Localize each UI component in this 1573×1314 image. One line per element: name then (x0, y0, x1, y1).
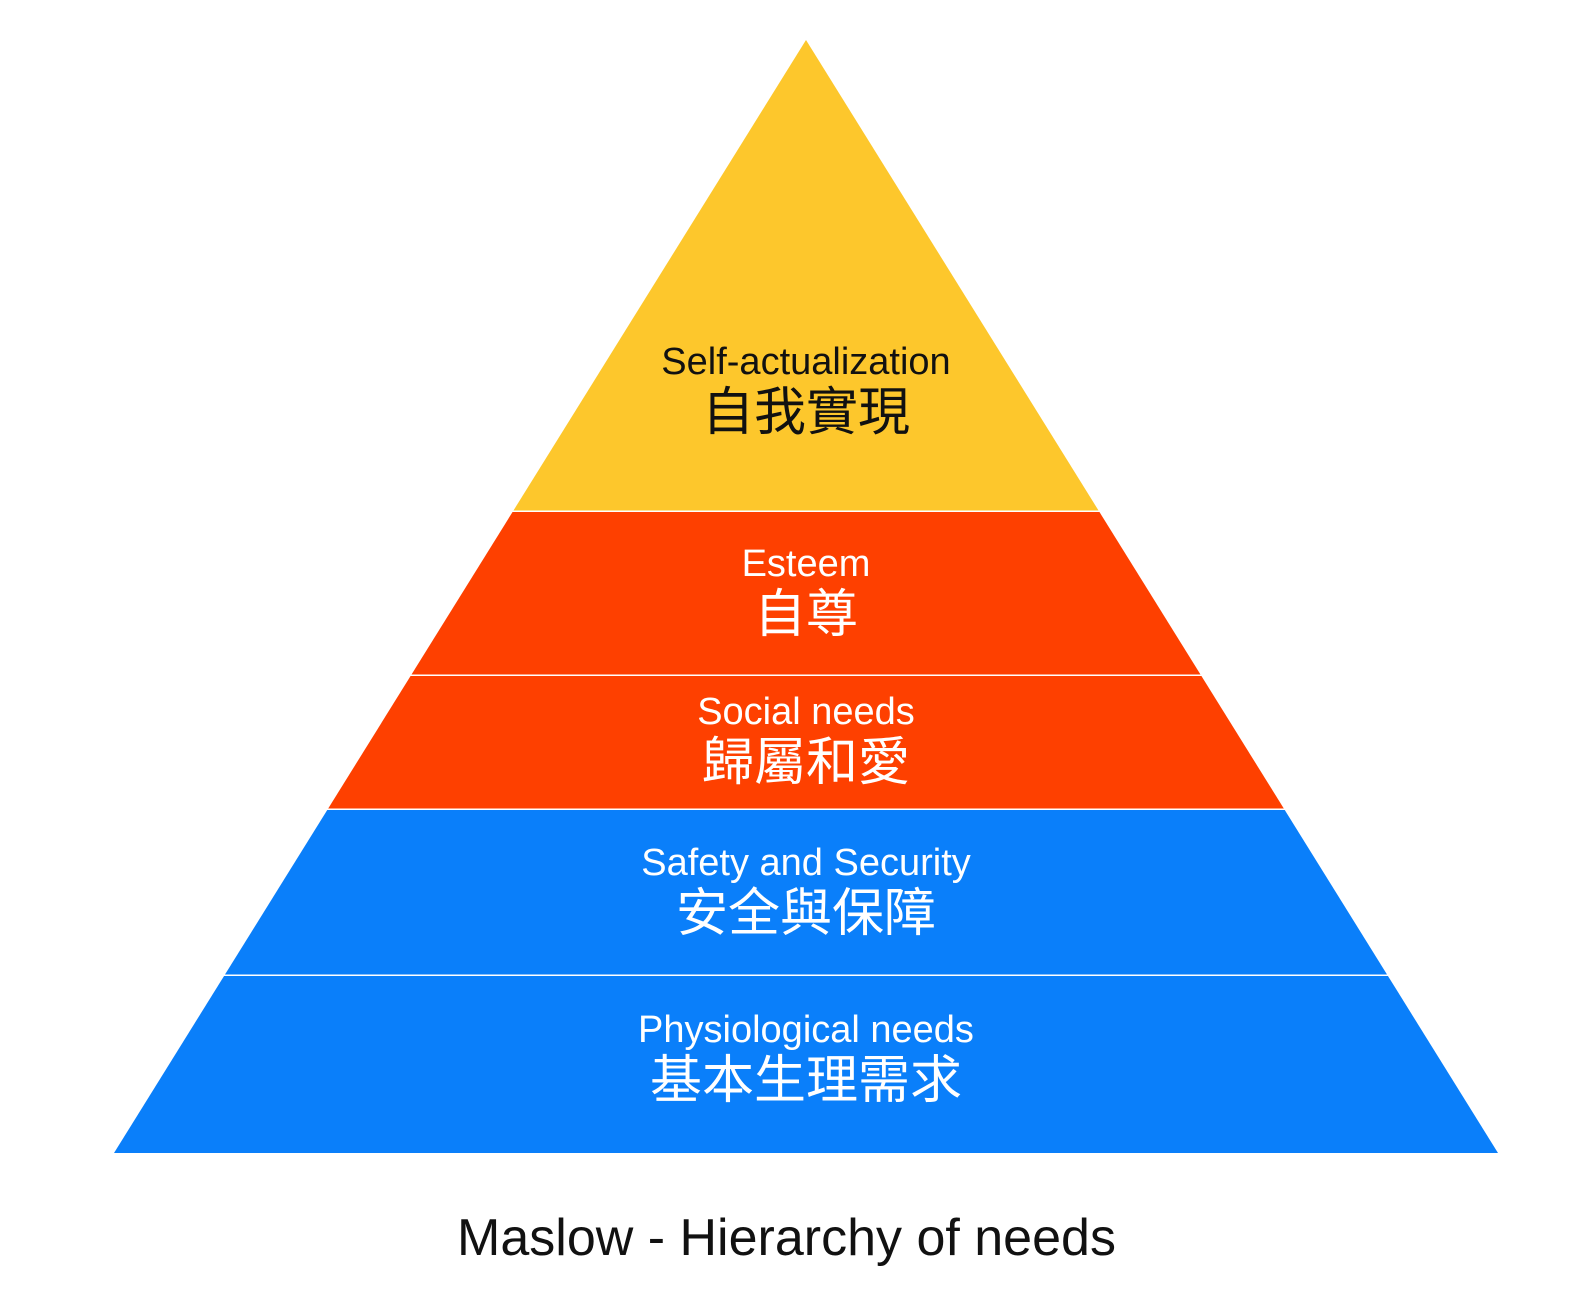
level-label-zh-self-actualization: 自我實現 (702, 384, 910, 442)
level-label-en-safety-security: Safety and Security (641, 842, 971, 884)
level-label-en-social-needs: Social needs (697, 691, 915, 733)
level-esteem (410, 512, 1202, 676)
level-label-en-physiological-needs: Physiological needs (638, 1009, 974, 1051)
level-label-zh-esteem: 自尊 (754, 586, 858, 644)
diagram-caption: Maslow - Hierarchy of needs (457, 1209, 1116, 1267)
level-self-actualization (512, 40, 1100, 512)
level-social-needs (327, 676, 1285, 810)
level-safety-security (224, 810, 1388, 976)
level-physiological-needs (114, 976, 1498, 1153)
level-label-en-esteem: Esteem (742, 543, 871, 585)
level-label-zh-physiological-needs: 基本生理需求 (650, 1052, 962, 1110)
level-label-zh-social-needs: 歸屬和愛 (702, 734, 910, 792)
level-label-en-self-actualization: Self-actualization (661, 341, 950, 383)
level-label-zh-safety-security: 安全與保障 (676, 885, 936, 943)
